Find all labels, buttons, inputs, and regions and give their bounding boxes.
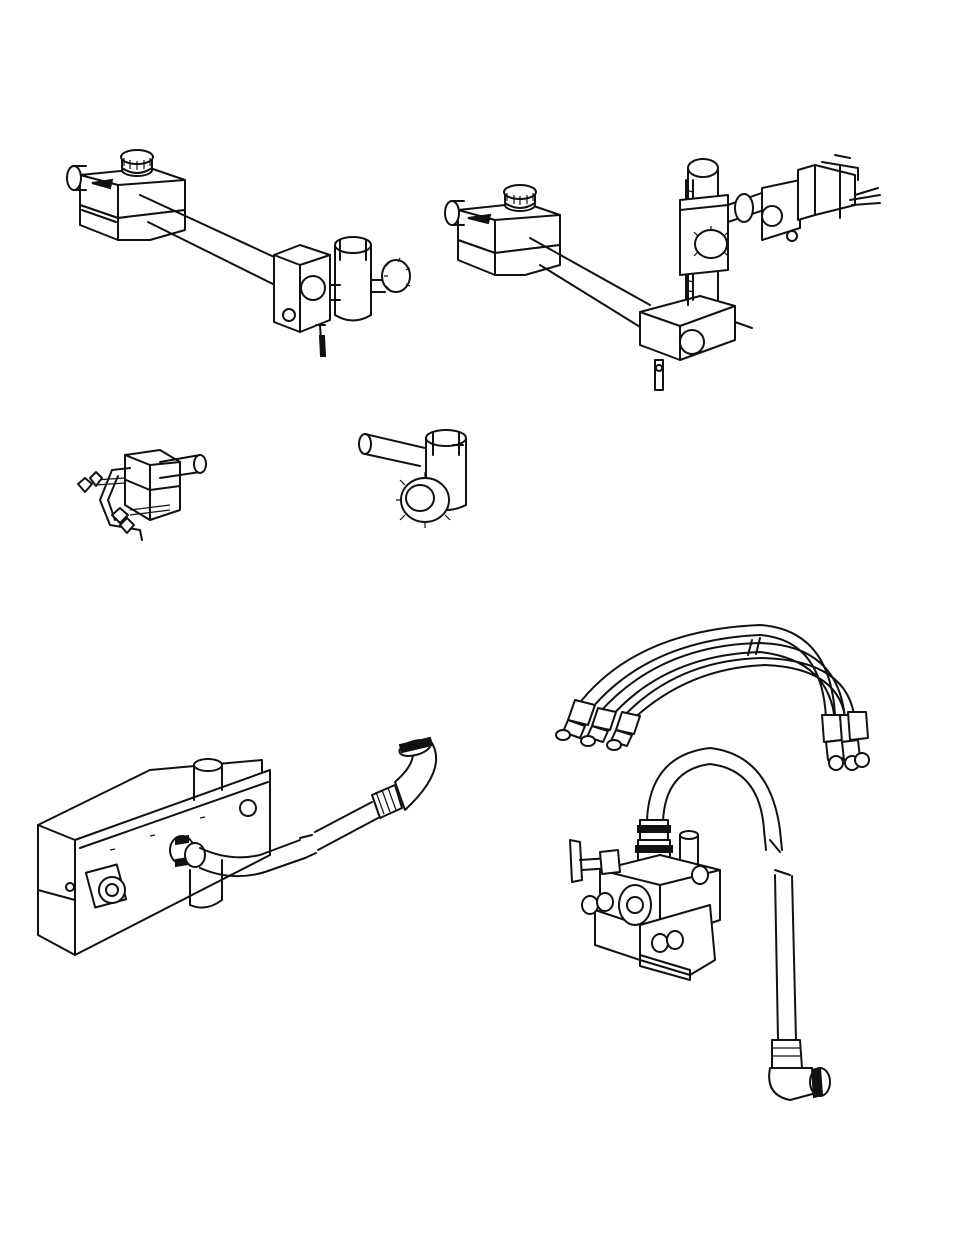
wing-nut-clamp [78, 450, 206, 540]
valve-block-with-hose [570, 748, 830, 1100]
single-arm-mount-assembly [67, 150, 410, 356]
control-box-with-hose [38, 737, 436, 955]
double-arm-mount-assembly [445, 155, 880, 390]
tube-clamp-knob [359, 430, 466, 528]
